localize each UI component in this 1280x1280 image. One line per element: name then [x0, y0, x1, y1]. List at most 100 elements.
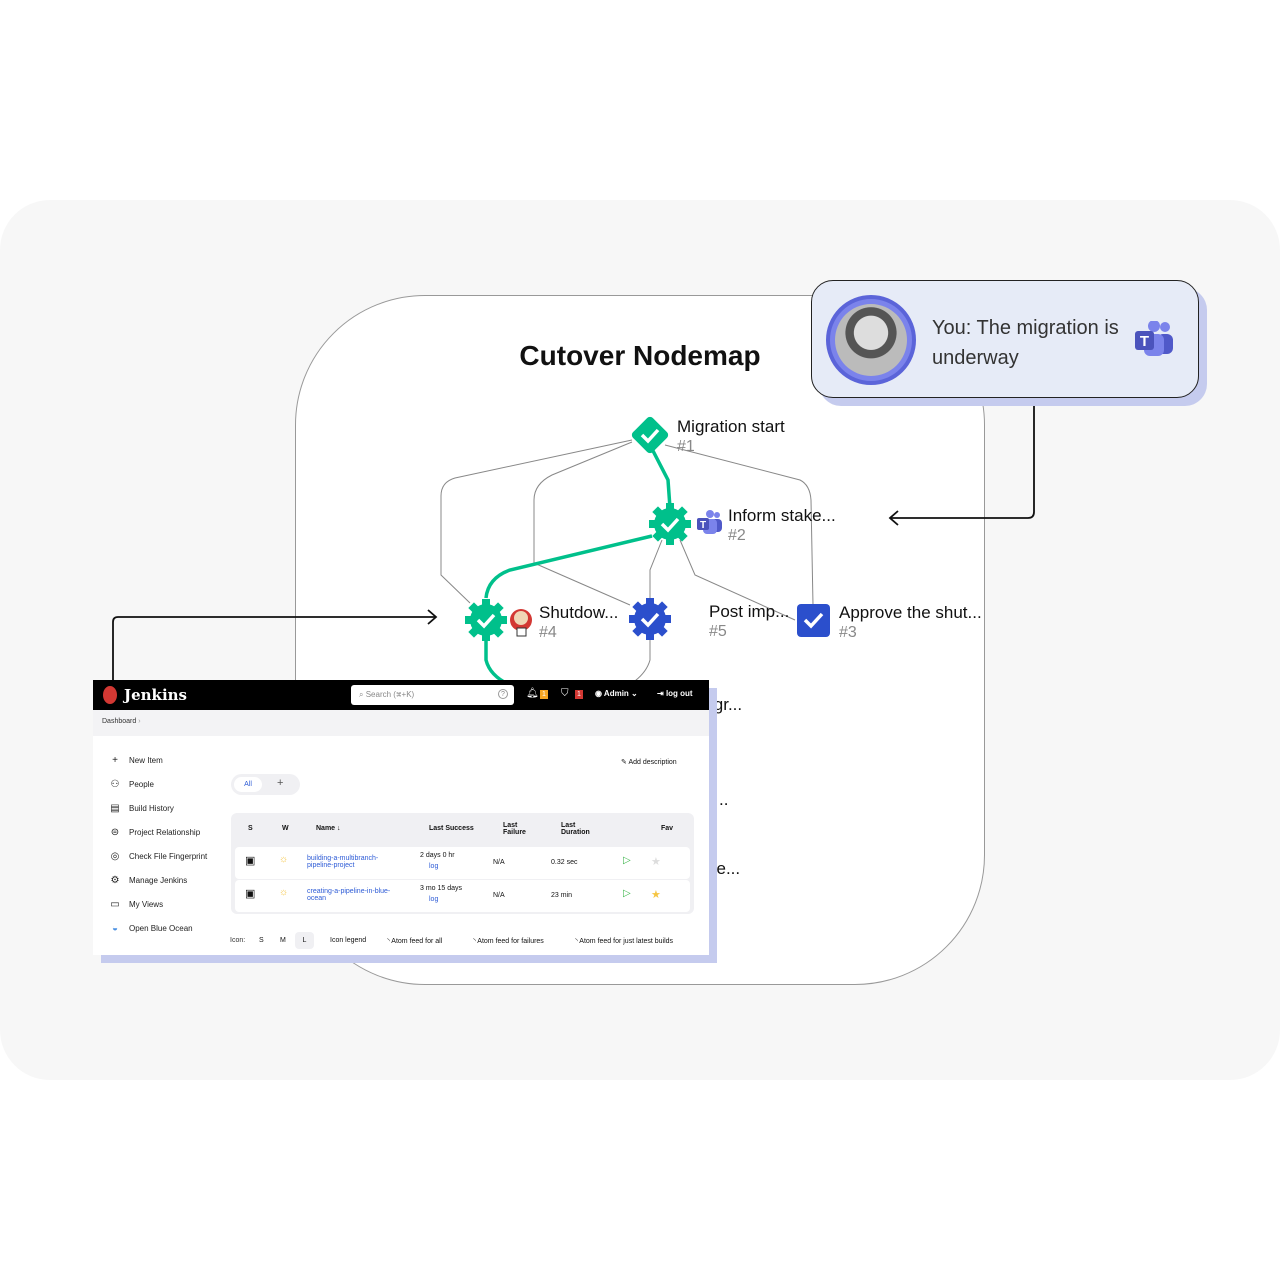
sidebar-label: My Views: [129, 899, 164, 909]
node-5-label[interactable]: Post imp...: [709, 602, 790, 621]
user-menu[interactable]: ◉ Admin ⌄: [595, 689, 638, 698]
atom-feed-latest[interactable]: ◝ Atom feed for just latest builds: [575, 937, 673, 945]
node-2-gear-icon: [649, 503, 691, 545]
sidebar-item-new-item[interactable]: + New Item: [109, 748, 207, 772]
sidebar-label: Build History: [129, 803, 174, 813]
search-placeholder: Search (⌘+K): [365, 690, 415, 699]
relationship-icon: ⊜: [110, 826, 120, 838]
view-tabs: All +: [231, 774, 300, 795]
blue-ocean-icon: ◒: [111, 922, 119, 934]
node-3-checkbox-icon: [797, 604, 830, 637]
atom-feed-all[interactable]: ◝ Atom feed for all: [387, 937, 442, 945]
icon-size-s[interactable]: S: [259, 937, 264, 944]
last-success: 2 days 0 hr: [420, 852, 455, 859]
add-view-button[interactable]: +: [277, 777, 284, 789]
favorite-star-icon[interactable]: ★: [651, 856, 661, 868]
run-build-icon[interactable]: ▷: [623, 855, 631, 866]
table-row: ▣ ☼ building-a-multibranch-pipeline-proj…: [235, 847, 690, 879]
run-build-icon[interactable]: ▷: [623, 888, 631, 899]
edge-1-3: [664, 444, 814, 606]
col-fav[interactable]: Fav: [661, 825, 674, 832]
node-4-label[interactable]: Shutdow...: [539, 603, 619, 622]
node-label-partial: igr...: [710, 695, 743, 714]
sidebar-item-open-blue-ocean[interactable]: ◒ Open Blue Ocean: [109, 916, 207, 940]
log-link[interactable]: log: [429, 896, 439, 903]
notifications-badge[interactable]: 1: [540, 690, 548, 699]
status-icon: ▣: [245, 855, 256, 867]
icon-size-m[interactable]: M: [280, 937, 286, 944]
node-2-number: #2: [728, 527, 746, 544]
teams-message-card[interactable]: You: The migration is underway T: [811, 280, 1199, 398]
security-badge[interactable]: 1: [575, 690, 583, 699]
jenkins-small-icon: [510, 609, 532, 637]
search-input[interactable]: ⌕ Search (⌘+K) ?: [351, 685, 514, 705]
edge-4-6-active: [484, 640, 511, 687]
connector-jenkins: [112, 616, 436, 680]
add-description-button[interactable]: ✎ Add description: [621, 758, 677, 766]
col-name[interactable]: Name ↓: [316, 825, 341, 832]
nodemap-title: Cutover Nodemap: [519, 340, 761, 371]
atom-feed-failures[interactable]: ◝ Atom feed for failures: [473, 937, 544, 945]
node-1-diamond-icon: [631, 416, 669, 454]
node-1-label[interactable]: Migration start: [677, 417, 785, 436]
logout-button[interactable]: ⇥ log out: [657, 689, 693, 698]
node-1-number: #1: [677, 438, 695, 455]
logout-icon: ⇥: [657, 689, 664, 698]
node-4-gear-icon: [465, 599, 507, 641]
microsoft-teams-icon: T: [1135, 321, 1173, 356]
log-link[interactable]: log: [429, 863, 439, 870]
col-last-success[interactable]: Last Success: [429, 825, 474, 832]
logout-label: log out: [665, 689, 693, 698]
tab-all[interactable]: All: [234, 777, 262, 792]
feed-label: Atom feed for just latest builds: [579, 938, 674, 945]
sidebar-item-check-file-fingerprint[interactable]: ◎Check File Fingerprint: [109, 844, 208, 868]
col-last-failure[interactable]: Last Failure: [503, 822, 526, 836]
last-duration: 23 min: [551, 892, 573, 899]
table-row: ▣ ☼ creating-a-pipeline-in-blue-ocean 3 …: [235, 880, 690, 912]
rss-icon: ◝: [473, 938, 476, 945]
col-s[interactable]: S: [248, 825, 253, 832]
edge-1-5: [533, 441, 633, 606]
sidebar-item-people[interactable]: ⚇People: [109, 772, 207, 796]
icon-size-l[interactable]: L: [295, 932, 314, 949]
people-icon: ⚇: [110, 778, 120, 790]
sidebar-item-my-views[interactable]: ▭My Views: [109, 892, 207, 916]
node-4-number: #4: [539, 624, 557, 641]
col-last-duration[interactable]: Last Duration: [561, 822, 590, 836]
plus-icon: +: [112, 754, 118, 766]
help-icon[interactable]: ?: [498, 689, 508, 699]
breadcrumb[interactable]: Dashboard ›: [102, 718, 141, 725]
node-3-number: #3: [839, 624, 857, 641]
arrow-head-icon: [427, 609, 438, 625]
sidebar-label: New Item: [129, 755, 163, 765]
col-w[interactable]: W: [282, 825, 289, 832]
job-link[interactable]: building-a-multibranch-pipeline-project: [307, 855, 379, 869]
sidebar-item-project-relationship[interactable]: ⊜ Project Relationship: [109, 820, 207, 844]
rss-icon: ◝: [387, 938, 390, 945]
sidebar-item-build-history[interactable]: ▤Build History: [109, 796, 207, 820]
connector-teams: [890, 398, 1035, 519]
shield-icon[interactable]: ⛉: [561, 688, 569, 699]
sidebar-label: Open Blue Ocean: [129, 923, 193, 933]
status-icon: ▣: [245, 888, 256, 900]
edge-1-2-active: [648, 444, 672, 509]
user-name: Admin: [603, 689, 629, 698]
last-duration: 0.32 sec: [551, 859, 578, 866]
favorite-star-icon[interactable]: ★: [651, 889, 661, 901]
feed-label: Atom feed for all: [391, 938, 443, 945]
jenkins-brand[interactable]: Jenkins: [124, 686, 187, 704]
sidebar-label: Check File Fingerprint: [129, 851, 208, 861]
sidebar-item-manage-jenkins[interactable]: ⚙Manage Jenkins: [109, 868, 207, 892]
icon-legend-link[interactable]: Icon legend: [330, 937, 367, 944]
node-3-label[interactable]: Approve the shut...: [839, 603, 982, 622]
icon-size-label: Icon:: [230, 937, 246, 944]
breadcrumb-dashboard[interactable]: Dashboard: [102, 718, 137, 725]
sidebar-label: Project Relationship: [129, 827, 201, 837]
last-failure: N/A: [493, 892, 505, 899]
edge-2-5: [649, 539, 663, 600]
bell-icon[interactable]: 🔔︎: [526, 688, 539, 699]
job-link[interactable]: creating-a-pipeline-in-blue-ocean: [307, 888, 391, 902]
add-description-label: Add description: [628, 759, 677, 766]
pencil-icon: ✎: [621, 759, 627, 766]
node-2-label[interactable]: Inform stake...: [728, 506, 836, 525]
